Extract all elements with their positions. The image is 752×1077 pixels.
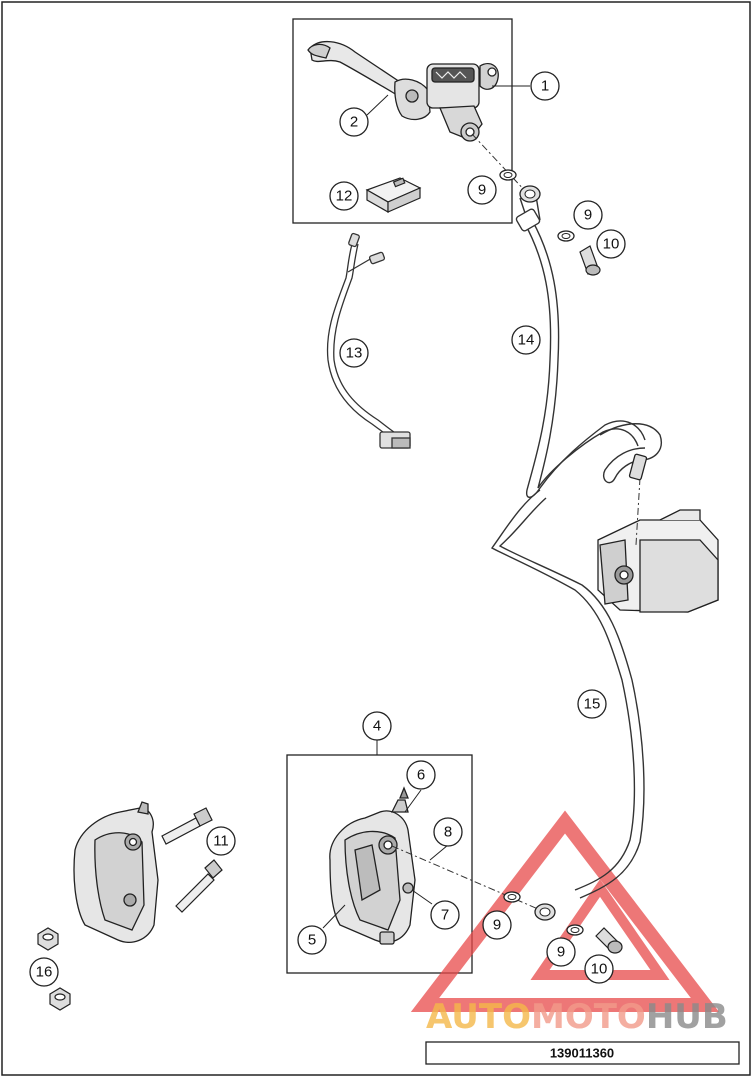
callout-number: 11 [213,833,229,850]
callout-circle [467,175,497,205]
callout-c16: 16 [29,957,59,987]
callout-circle [433,817,463,847]
callout-number: 4 [373,718,381,735]
callout-number: 8 [444,824,452,841]
callout-number: 9 [557,944,565,961]
callout-c9a: 9 [467,175,497,205]
drawing-code-box [425,1041,740,1065]
nut-16-lower [49,987,71,1011]
callout-c7: 7 [430,900,460,930]
callout-number: 9 [493,917,501,934]
callout-c9d: 9 [546,937,576,967]
callout-c12: 12 [329,181,359,211]
master-cylinder-assembly [307,41,499,142]
washer-9-top-a [499,169,517,181]
watermark-part-auto: AUTO [426,997,531,1037]
bolt-11-upper [161,807,213,845]
callout-c4: 4 [362,711,392,741]
callout-number: 16 [36,964,53,981]
callout-c15: 15 [577,689,607,719]
callout-c6: 6 [406,760,436,790]
bolt-11-lower [175,859,223,913]
callout-number: 1 [541,78,549,95]
callout-number: 5 [308,932,316,949]
brake-caliper-left [73,801,159,943]
banjo-bolt-10-bottom [595,927,623,954]
callout-number: 14 [518,332,535,349]
callout-circle [546,937,576,967]
master-cylinder-group-box [292,18,513,224]
leader-lines [322,85,530,929]
callout-c1: 1 [530,71,560,101]
washer-9-bottom-a [503,891,521,903]
callout-circle [482,910,512,940]
callout-number: 2 [350,114,358,131]
callout-circle [596,229,626,259]
abs-unit [597,453,719,613]
callout-circle [206,826,236,856]
callout-circle [362,711,392,741]
callout-number: 7 [441,907,449,924]
axis-line-caliper [391,845,546,913]
drawing-code: 139011360 [550,1046,614,1061]
callout-number: 10 [591,961,608,978]
washer-9-top-b [557,230,575,242]
caliper-group-box [286,754,473,974]
callout-number: 13 [346,345,363,362]
callout-circle [329,181,359,211]
watermark-part-moto: MOTO [531,997,646,1037]
callout-circle [584,954,614,984]
brake-hose-15 [490,423,662,899]
callout-c2: 2 [339,107,369,137]
callout-circle [511,325,541,355]
callout-c13: 13 [339,338,369,368]
callout-number: 10 [603,236,620,253]
callout-circle [406,760,436,790]
callout-circle [339,107,369,137]
axis-line-master [471,133,529,195]
callout-c9c: 9 [482,910,512,940]
callout-number: 9 [584,207,592,224]
sensor-cable-13 [326,232,411,449]
washer-9-bottom-b [566,924,584,936]
callout-circle [339,338,369,368]
callout-circle [297,925,327,955]
banjo-bolt-10-top [579,245,601,276]
callout-number: 15 [584,696,601,713]
nut-16-upper [37,927,59,951]
banjo-fitting-top [519,185,541,203]
callout-c8: 8 [433,817,463,847]
callout-c10b: 10 [584,954,614,984]
callout-circle [573,200,603,230]
callout-number: 12 [336,188,353,205]
callout-number: 6 [417,767,425,784]
callout-c11: 11 [206,826,236,856]
brake-caliper-assembly [329,786,416,945]
callout-c10a: 10 [596,229,626,259]
watermark-part-hub: HUB [646,997,728,1037]
callout-c14: 14 [511,325,541,355]
callout-number: 9 [478,182,486,199]
callout-circle [430,900,460,930]
watermark-text: AUTOMOTOHUB [426,997,728,1037]
control-unit-12 [365,177,422,214]
callout-circle [530,71,560,101]
banjo-fitting-bottom [534,903,556,921]
watermark-logo [410,810,720,1012]
callout-c5: 5 [297,925,327,955]
callout-circle [29,957,59,987]
svg-text:AUTOMOTOHUB: AUTOMOTOHUB [426,997,728,1037]
callout-c9b: 9 [573,200,603,230]
callout-circle [577,689,607,719]
